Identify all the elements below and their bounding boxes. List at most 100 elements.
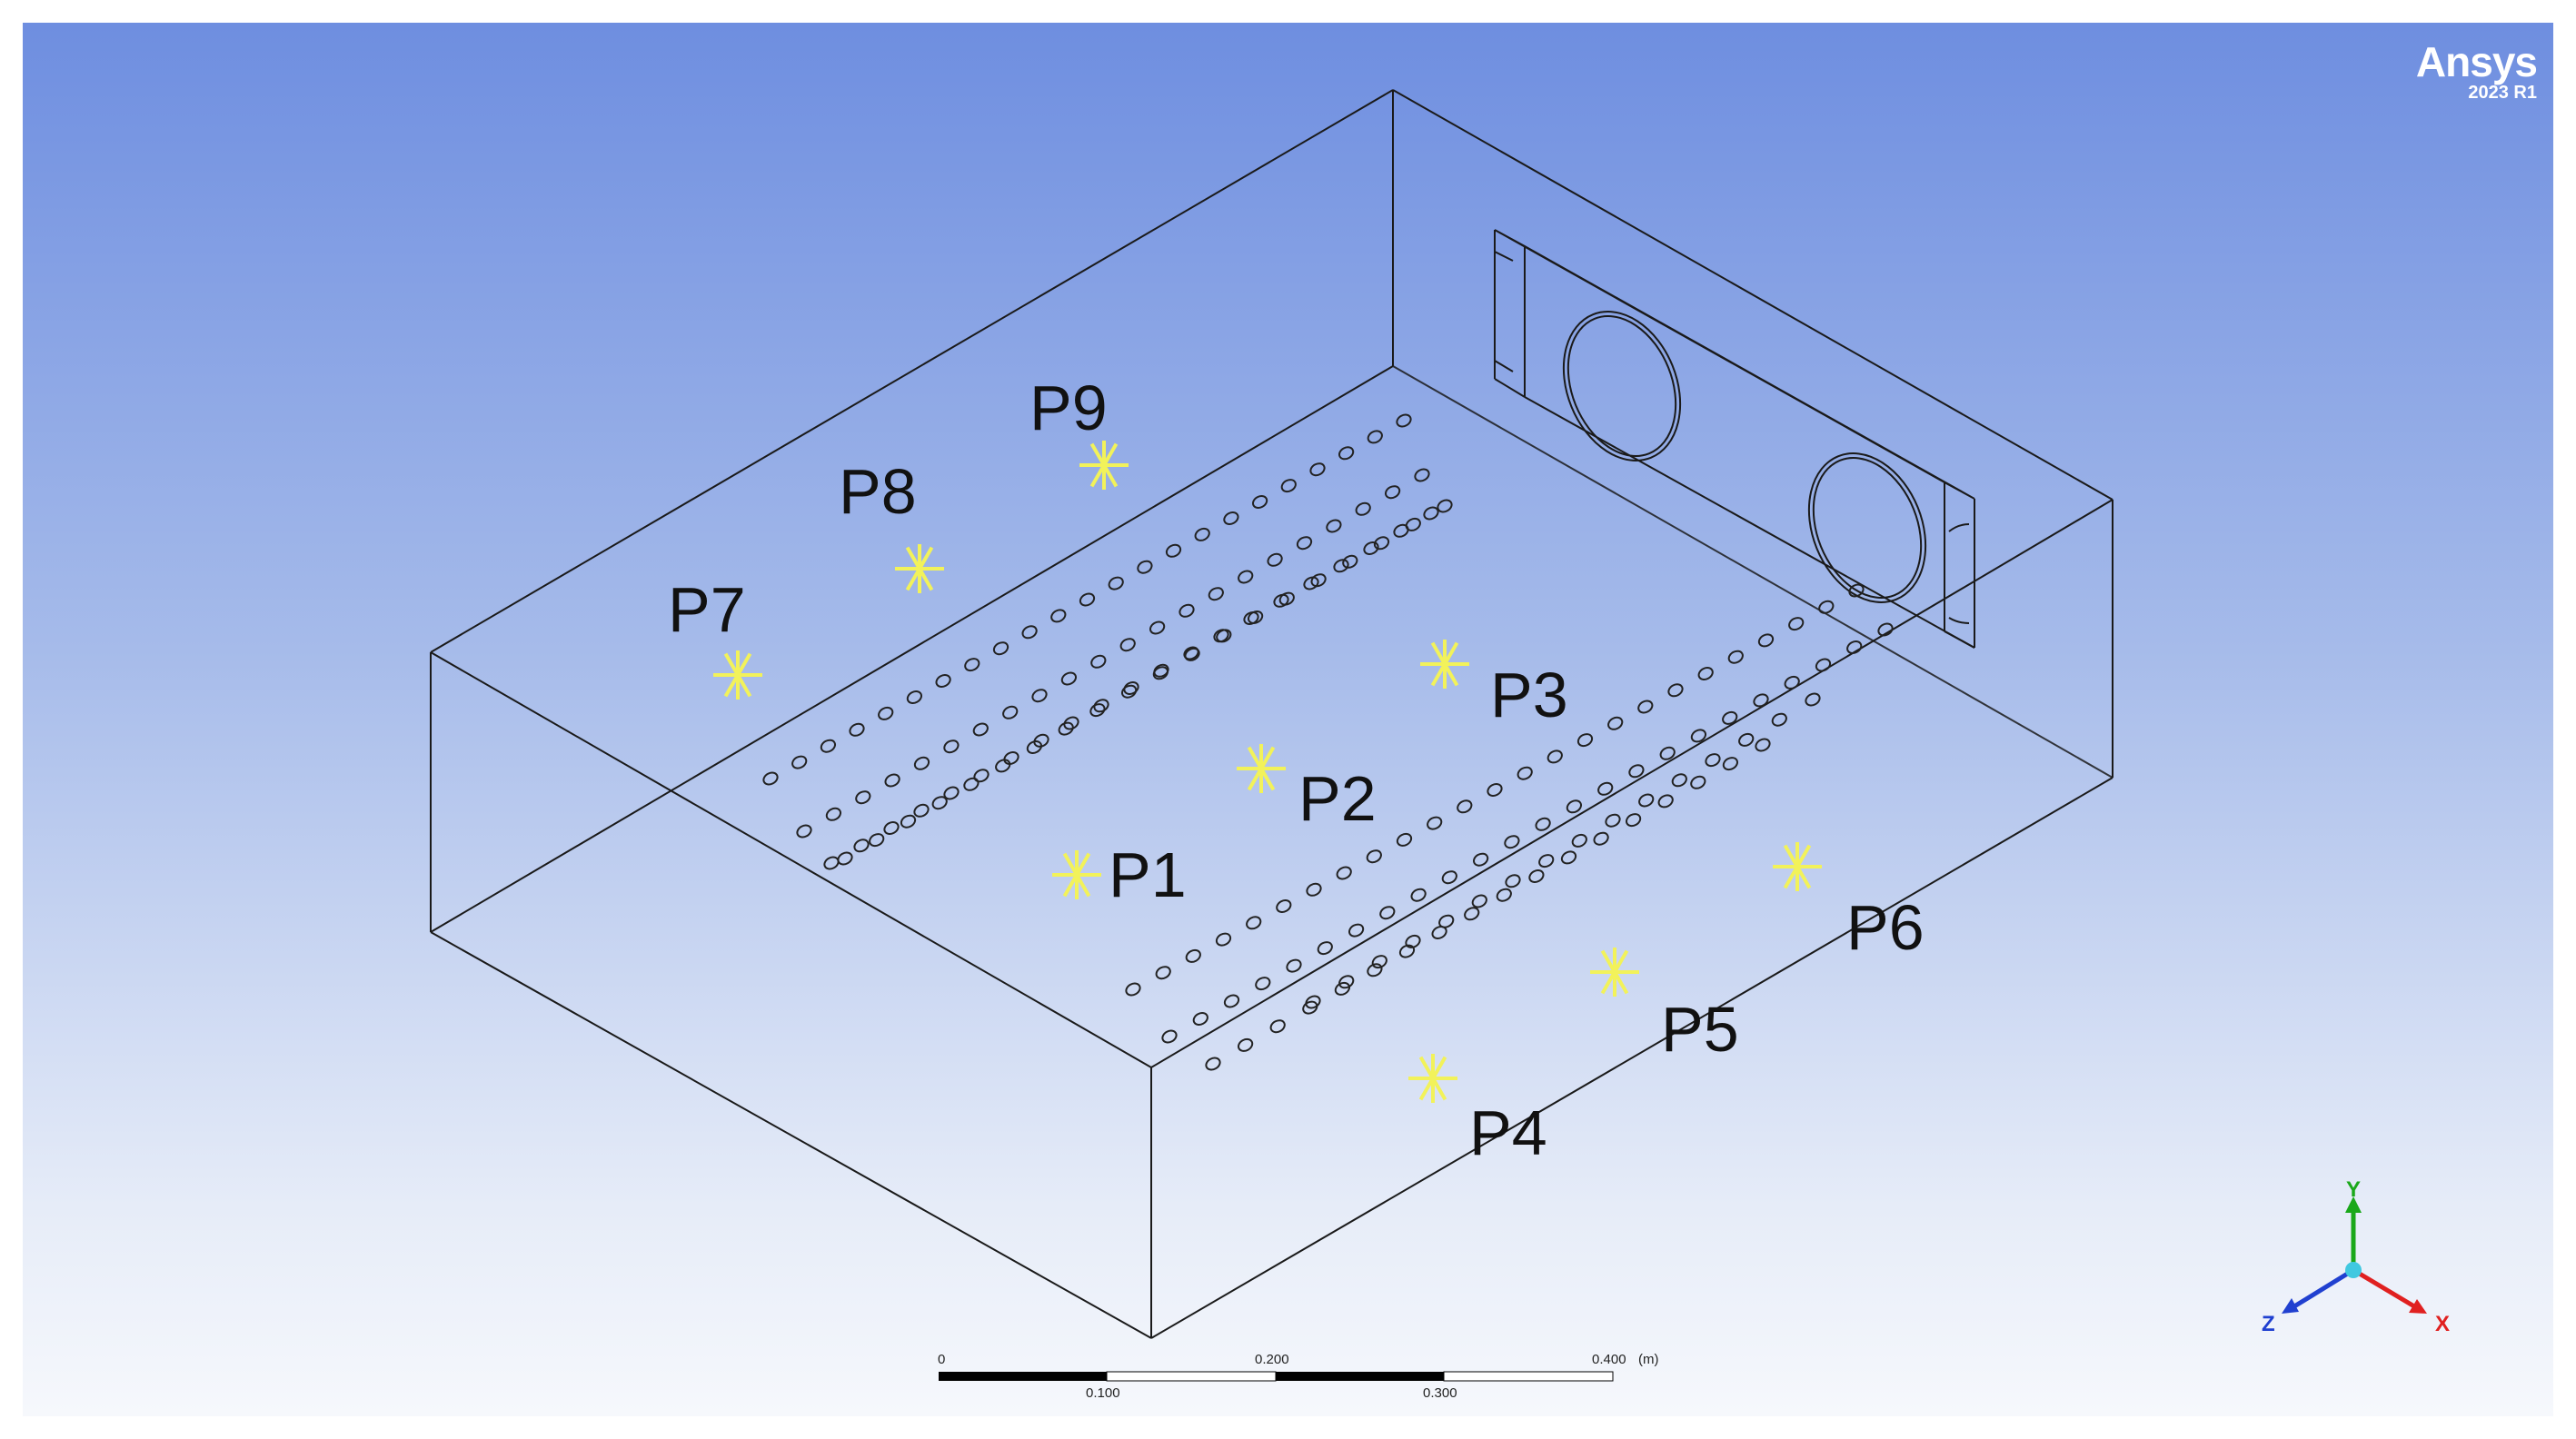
tile-hole [1286, 958, 1302, 973]
tile-hole [1333, 559, 1349, 573]
domain-box-wireframe [430, 89, 2114, 1339]
axis-triad[interactable]: Y X Z [2262, 1177, 2450, 1336]
tile-hole [1815, 658, 1832, 672]
tile-hole [853, 839, 870, 853]
probe-label: P1 [1109, 839, 1187, 910]
tile-hole [1576, 733, 1594, 748]
tile-hole [1638, 793, 1655, 808]
tile-hole [1659, 746, 1676, 760]
axis-z-label: Z [2262, 1312, 2275, 1336]
tile-hole [1877, 622, 1894, 637]
tile-hole [1738, 732, 1755, 747]
tile-hole [935, 674, 951, 688]
tile-hole [1310, 573, 1327, 588]
tile-hole [992, 641, 1010, 656]
scale-label-0200: 0.200 [1255, 1352, 1289, 1367]
probe-p4[interactable]: P4 [1408, 1054, 1547, 1168]
tile-hole [762, 771, 779, 786]
tile-hole [1238, 570, 1254, 584]
tile-hole [1155, 966, 1171, 980]
tile-hole [884, 773, 900, 788]
tile-hole [1050, 609, 1067, 623]
tile-hole [1771, 712, 1787, 727]
tile-hole [1367, 430, 1383, 444]
tile-hole [1215, 932, 1232, 947]
tile-hole [1208, 587, 1224, 601]
tile-hole [1505, 874, 1521, 888]
scale-label-0300: 0.300 [1423, 1385, 1457, 1401]
tile-hole [1625, 813, 1642, 828]
tile-hole [1379, 906, 1396, 920]
tile-hole [1667, 683, 1684, 698]
tile-hole [1278, 591, 1295, 606]
tile-hole [1334, 981, 1351, 996]
tile-hole [1079, 592, 1096, 607]
tile-hole [1165, 543, 1182, 558]
probe-p7[interactable]: P7 [668, 574, 762, 700]
tile-hole [1628, 764, 1645, 779]
tile-hole [825, 807, 842, 821]
tile-hole [1848, 583, 1865, 598]
tile-hole [1194, 527, 1210, 541]
tile-hole [837, 851, 853, 866]
tile-hole [1183, 646, 1199, 660]
tile-hole [1152, 666, 1169, 680]
tile-hole [1784, 675, 1800, 690]
tile-hole [1363, 541, 1379, 555]
tile-hole [1727, 650, 1744, 664]
tile-hole [1336, 866, 1352, 880]
probe-p9[interactable]: P9 [1029, 372, 1129, 490]
tile-hole [1276, 899, 1292, 913]
tile-hole [972, 722, 989, 737]
tile-hole [1326, 519, 1342, 533]
tile-hole [1303, 576, 1319, 590]
tile-hole [820, 739, 837, 753]
probe-label: P5 [1661, 994, 1739, 1065]
tile-hole [1597, 781, 1614, 796]
tile-hole [1528, 869, 1545, 883]
probe-p5[interactable]: P5 [1590, 948, 1739, 1065]
tile-hole [1464, 907, 1480, 921]
tile-hole [1504, 835, 1520, 849]
perforated-tile-holes [762, 413, 1894, 1071]
tile-hole [1273, 593, 1289, 608]
tile-hole [1060, 671, 1078, 686]
tile-hole [1269, 1019, 1286, 1034]
tile-hole [1120, 684, 1138, 699]
tile-hole [849, 722, 865, 737]
tile-hole [1348, 923, 1365, 938]
tile-hole [1487, 783, 1503, 797]
axis-x-label: X [2435, 1312, 2450, 1336]
tile-hole [878, 706, 894, 720]
tile-hole [1396, 832, 1413, 847]
tile-hole [1414, 468, 1430, 482]
tile-hole [1818, 600, 1835, 614]
vent-panel [1494, 229, 1975, 649]
probe-p1[interactable]: P1 [1052, 839, 1187, 910]
scale-label-0100: 0.100 [1086, 1385, 1120, 1401]
scale-label-0400: 0.400 [1592, 1352, 1626, 1367]
tile-hole [913, 756, 930, 770]
tile-hole [1058, 721, 1074, 736]
tile-hole [1593, 831, 1609, 846]
tile-hole [1342, 554, 1358, 569]
tile-hole [1003, 751, 1019, 765]
tile-hole [1184, 647, 1200, 661]
probe-p6[interactable]: P6 [1773, 842, 1925, 963]
tile-hole [1757, 633, 1775, 648]
tile-hole [1566, 799, 1583, 814]
tile-hole [1438, 914, 1455, 928]
tile-hole [1457, 799, 1473, 814]
probe-p3[interactable]: P3 [1420, 640, 1568, 730]
tile-hole [1338, 975, 1355, 989]
tile-hole [1090, 654, 1107, 669]
probe-p8[interactable]: P8 [839, 456, 944, 593]
tile-hole [943, 739, 960, 754]
probe-p2[interactable]: P2 [1237, 744, 1377, 834]
tile-hole [1753, 693, 1769, 708]
scale-bar: 0 0.200 0.400 (m) 0.100 0.300 [938, 1352, 1659, 1401]
tile-hole [1213, 629, 1229, 643]
